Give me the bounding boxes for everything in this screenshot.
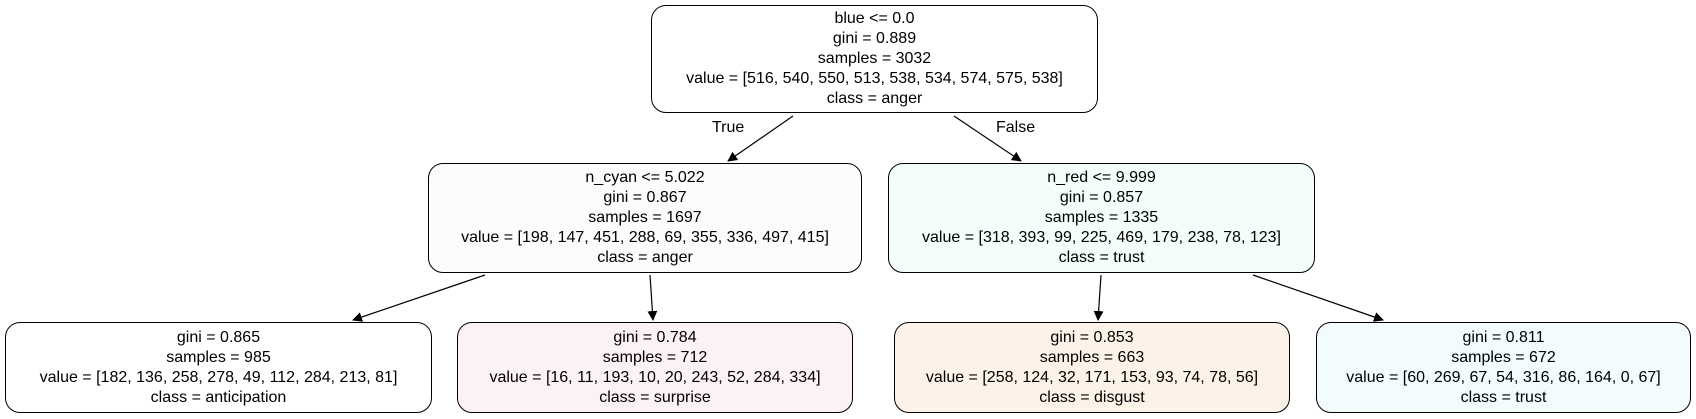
node-split: n_cyan <= 5.022 (585, 169, 705, 186)
tree-leaf-disgust: gini = 0.853 samples = 663 value = [258,… (894, 322, 1290, 413)
edge-n2-to-l3 (1093, 274, 1104, 321)
edge-label-false: False (996, 119, 1036, 136)
node-class: class = anticipation (150, 388, 287, 406)
node-split: n_red <= 9.999 (1047, 169, 1156, 186)
node-class: class = trust (1460, 388, 1547, 406)
node-gini: gini = 0.889 (832, 30, 917, 47)
node-class: class = trust (1058, 249, 1145, 266)
edge-root-to-n1 (727, 115, 794, 162)
edge-label-true: True (712, 119, 745, 136)
node-samples: samples = 712 (602, 348, 708, 366)
tree-node-root: blue <= 0.0 gini = 0.889 samples = 3032 … (651, 5, 1098, 113)
tree-node-left: n_cyan <= 5.022 gini = 0.867 samples = 1… (428, 163, 862, 273)
tree-leaf-anticipation: gini = 0.865 samples = 985 value = [182,… (5, 322, 432, 413)
node-class: class = surprise (599, 388, 711, 406)
node-value: value = [318, 393, 99, 225, 469, 179, 23… (922, 229, 1281, 246)
node-value: value = [258, 124, 32, 171, 153, 93, 74,… (925, 368, 1259, 386)
node-class: class = anger (826, 90, 923, 107)
node-samples: samples = 985 (166, 348, 271, 366)
edge-root-to-n2 (953, 115, 1022, 162)
node-gini: gini = 0.857 (1059, 189, 1144, 206)
node-gini: gini = 0.811 (1462, 328, 1545, 346)
node-samples: samples = 1335 (1044, 209, 1159, 226)
node-samples: samples = 663 (1039, 348, 1145, 366)
node-class: class = anger (597, 249, 693, 266)
node-split: blue <= 0.0 (834, 10, 915, 27)
node-samples: samples = 672 (1451, 348, 1556, 366)
tree-leaf-trust: gini = 0.811 samples = 672 value = [60, … (1316, 322, 1691, 413)
node-gini: gini = 0.867 (603, 189, 687, 206)
tree-node-right: n_red <= 9.999 gini = 0.857 samples = 13… (888, 163, 1315, 273)
node-gini: gini = 0.865 (176, 328, 261, 346)
node-value: value = [182, 136, 258, 278, 49, 112, 28… (39, 368, 398, 386)
node-value: value = [16, 11, 193, 10, 20, 243, 52, 2… (489, 368, 821, 386)
node-value: value = [60, 269, 67, 54, 316, 86, 164, … (1346, 368, 1661, 386)
node-gini: gini = 0.853 (1050, 328, 1134, 346)
node-samples: samples = 3032 (817, 50, 932, 67)
node-class: class = disgust (1039, 388, 1145, 406)
node-value: value = [198, 147, 451, 288, 69, 355, 33… (461, 229, 829, 246)
node-gini: gini = 0.784 (613, 328, 697, 346)
edge-n2-to-l4 (1252, 274, 1384, 322)
node-samples: samples = 1697 (588, 209, 702, 226)
edge-n1-to-l1 (352, 274, 486, 322)
node-value: value = [516, 540, 550, 513, 538, 534, 5… (686, 70, 1063, 87)
edge-n1-to-l2 (647, 274, 658, 321)
tree-leaf-surprise: gini = 0.784 samples = 712 value = [16, … (457, 322, 853, 413)
